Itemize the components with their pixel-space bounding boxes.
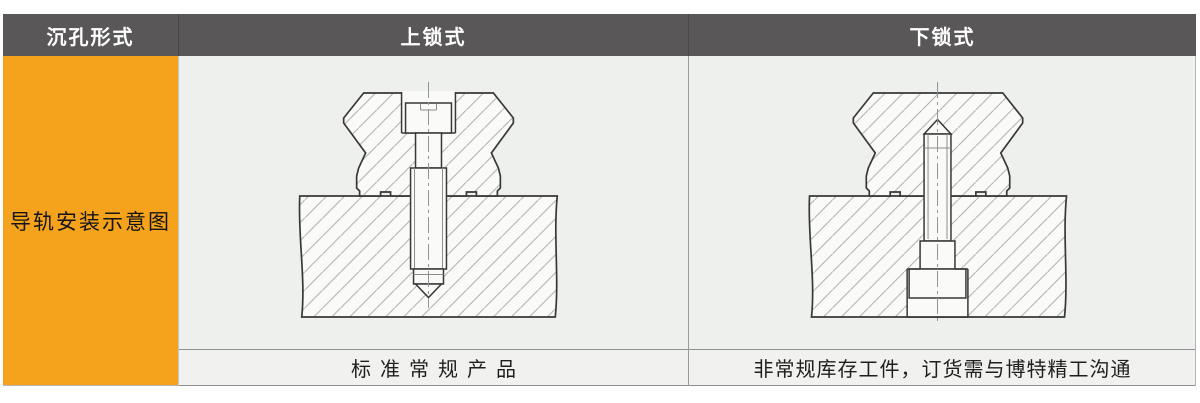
bottom-lock-caption: 非常规库存工件，订货需与博特精工沟通 <box>753 359 1132 381</box>
bottom-lock-column: 非常规库存工件，订货需与博特精工沟通 <box>688 56 1196 386</box>
side-label-cell: 导轨安装示意图 <box>3 56 178 386</box>
header-cell-top-lock: 上锁式 <box>178 14 688 56</box>
bottom-lock-drawing-cell <box>689 56 1195 349</box>
header-label-bottom-lock: 下锁式 <box>909 26 976 49</box>
top-lock-caption-cell: 标准常规产品 <box>179 349 688 386</box>
top-lock-column: 标准常规产品 <box>178 56 688 386</box>
counterbore-table: 沉孔形式 上锁式 下锁式 导轨安装示意图 标准常规产品 <box>3 14 1196 386</box>
header-label-top-lock: 上锁式 <box>400 26 467 49</box>
rail-mount-bottom-lock-diagram-icon <box>808 82 1068 322</box>
top-lock-drawing-cell <box>179 56 688 349</box>
table-header-row: 沉孔形式 上锁式 下锁式 <box>3 14 1196 56</box>
table-body-row: 导轨安装示意图 标准常规产品 非常规库存工件，订货需与博特精工沟通 <box>3 56 1196 386</box>
header-cell-counterbore-type: 沉孔形式 <box>3 14 178 56</box>
rail-mount-top-lock-diagram-icon <box>298 82 559 318</box>
header-label-counterbore-type: 沉孔形式 <box>46 26 135 49</box>
bottom-lock-caption-cell: 非常规库存工件，订货需与博特精工沟通 <box>689 349 1195 386</box>
header-cell-bottom-lock: 下锁式 <box>688 14 1196 56</box>
side-label: 导轨安装示意图 <box>10 210 171 234</box>
top-lock-caption: 标准常规产品 <box>351 359 525 381</box>
